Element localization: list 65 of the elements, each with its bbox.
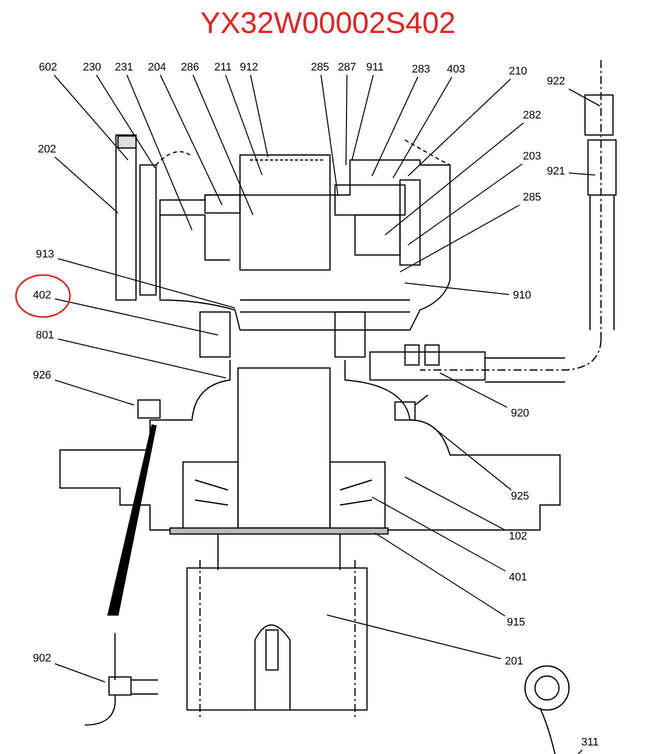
callout-number: 201: [504, 656, 524, 668]
callout-number: 801: [36, 330, 54, 342]
callout-number: 925: [510, 490, 530, 504]
leader-line: [192, 74, 254, 216]
callout-number: 287: [338, 62, 356, 74]
leader-line: [58, 258, 236, 308]
callout-number: 915: [506, 616, 526, 630]
leader-line: [54, 663, 106, 682]
callout-number: 231: [114, 62, 134, 74]
leader-line: [54, 380, 134, 406]
callout-number: 402: [32, 290, 52, 302]
leader-line: [384, 122, 524, 236]
leader-line: [250, 74, 268, 158]
callout-number: 203: [522, 150, 542, 164]
leader-line: [54, 156, 118, 214]
callout-number: 921: [546, 166, 566, 178]
leader-line: [372, 496, 506, 572]
callout-number: 285: [310, 62, 330, 74]
leader-line: [404, 476, 506, 531]
leader-line: [408, 78, 512, 176]
callout-number: 202: [38, 144, 56, 156]
callout-number: 602: [38, 62, 58, 74]
callout-number: 913: [36, 248, 54, 262]
callout-number: 401: [508, 572, 528, 584]
callout-number: 910: [512, 290, 532, 302]
callout-number: 230: [82, 62, 102, 74]
callout-number: 922: [546, 76, 566, 88]
leader-line: [568, 172, 596, 176]
leader-line: [126, 74, 192, 230]
callout-number: 211: [214, 62, 232, 74]
callout-number: 920: [510, 408, 530, 420]
leader-line: [400, 204, 520, 272]
leader-line: [326, 614, 502, 660]
title: YX32W00002S402: [200, 6, 456, 42]
leader-line: [346, 74, 348, 166]
leader-line: [320, 74, 338, 196]
leader-line: [392, 76, 452, 178]
leader-line: [96, 74, 156, 168]
leader-line: [372, 76, 418, 176]
leader-line: [225, 74, 262, 176]
callout-number: 210: [508, 66, 528, 78]
leader-line: [54, 298, 218, 336]
leader-line: [160, 74, 222, 206]
leader-line: [352, 74, 374, 160]
callout-number: 286: [180, 62, 200, 74]
callout-number: 102: [508, 530, 528, 544]
leader-line: [408, 164, 523, 246]
leader-line: [434, 428, 512, 490]
callout-number: 403: [446, 64, 466, 76]
leader-line: [578, 750, 583, 754]
callout-number: 912: [240, 62, 258, 74]
leader-line: [374, 532, 506, 616]
leader-line: [568, 88, 600, 106]
callout-number: 911: [366, 62, 384, 74]
leader-line: [404, 282, 510, 296]
callout-number: 311: [581, 736, 599, 750]
leader-line: [54, 74, 128, 160]
callout-number: 926: [32, 370, 52, 382]
leader-line: [58, 338, 226, 378]
callout-number: 283: [412, 64, 430, 76]
callout-number: 902: [32, 652, 52, 666]
callout-number: 285: [522, 192, 542, 204]
callout-number: 282: [522, 110, 542, 122]
callout-number: 204: [148, 62, 166, 74]
leader-line: [440, 372, 508, 408]
